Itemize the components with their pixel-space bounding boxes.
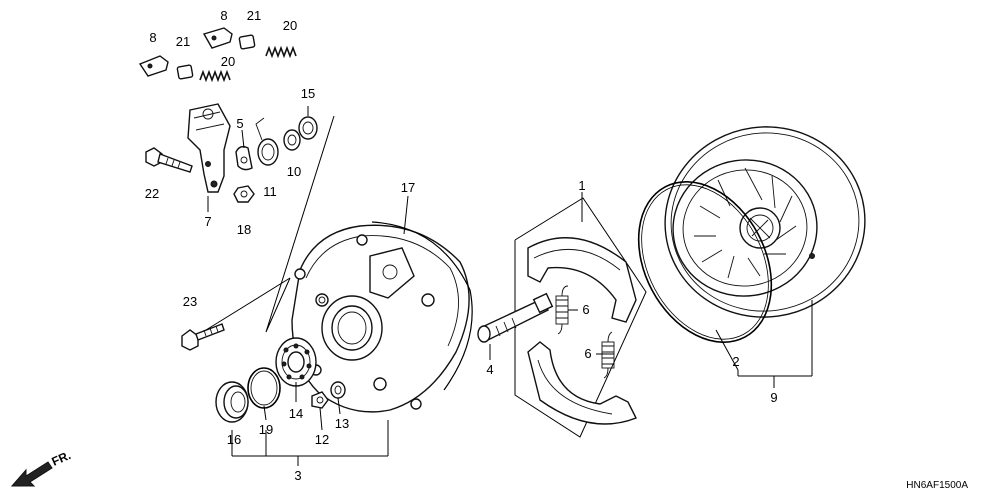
label-22: 22: [145, 186, 159, 201]
ball-bearing[interactable]: [275, 337, 317, 387]
label-1: 1: [578, 178, 585, 193]
label-5: 5: [236, 116, 243, 131]
brake-panel[interactable]: [291, 221, 473, 413]
callout-labels: 1 2 3 4 5 6 6 7 8 8 9 10 11 12 13 14 15 …: [145, 8, 778, 483]
label-18: 18: [237, 222, 251, 237]
dust-seal-15[interactable]: [298, 116, 318, 140]
adjusting-joint-8b[interactable]: [202, 27, 233, 49]
front-direction-arrow-icon: [10, 461, 53, 487]
label-8b: 8: [220, 8, 227, 23]
label-20a: 20: [221, 54, 235, 69]
label-8a: 8: [149, 30, 156, 45]
return-spring-11[interactable]: [255, 117, 279, 166]
flange-bolt-12[interactable]: [311, 391, 329, 409]
oil-seal[interactable]: [215, 381, 249, 423]
spring-20a[interactable]: [199, 69, 231, 83]
label-6a: 6: [582, 302, 589, 317]
bolt-22[interactable]: [145, 147, 193, 173]
label-12: 12: [315, 432, 329, 447]
shoe-spring-upper[interactable]: [555, 285, 569, 335]
brake-shoe-group[interactable]: [514, 197, 647, 438]
label-11: 11: [263, 184, 277, 199]
circlip[interactable]: [247, 367, 281, 409]
label-19: 19: [259, 422, 273, 437]
label-2: 2: [732, 354, 739, 369]
adjusting-pin-21a[interactable]: [176, 64, 194, 80]
shoe-spring-lower[interactable]: [601, 331, 615, 379]
label-4: 4: [486, 362, 493, 377]
label-20b: 20: [283, 18, 297, 33]
indicator-plate-5[interactable]: [235, 145, 253, 171]
adjusting-joint-8a[interactable]: [138, 55, 169, 77]
spring-20b[interactable]: [265, 45, 297, 59]
brake-cam[interactable]: [477, 292, 554, 343]
label-6b: 6: [584, 346, 591, 361]
flange-bolt-23[interactable]: [181, 323, 225, 351]
label-21a: 21: [176, 34, 190, 49]
o-ring[interactable]: [612, 159, 798, 365]
diagram-code: HN6AF1500A: [906, 480, 968, 491]
felt-seal-10[interactable]: [283, 129, 301, 151]
brake-arm[interactable]: [187, 103, 231, 193]
label-14: 14: [289, 406, 303, 421]
front-direction-label: FR.: [50, 448, 73, 469]
leader-lines: [205, 106, 813, 466]
adjusting-pin-21b[interactable]: [238, 34, 256, 50]
label-23: 23: [183, 294, 197, 309]
label-21b: 21: [247, 8, 261, 23]
label-17: 17: [401, 180, 415, 195]
label-10: 10: [287, 164, 301, 179]
label-16: 16: [227, 432, 241, 447]
label-7: 7: [204, 214, 211, 229]
label-15: 15: [301, 86, 315, 101]
label-9: 9: [770, 390, 777, 405]
brake-drum[interactable]: [653, 114, 877, 330]
washer-13[interactable]: [330, 381, 346, 399]
nut-18[interactable]: [233, 185, 255, 203]
label-13: 13: [335, 416, 349, 431]
label-3: 3: [294, 468, 301, 483]
